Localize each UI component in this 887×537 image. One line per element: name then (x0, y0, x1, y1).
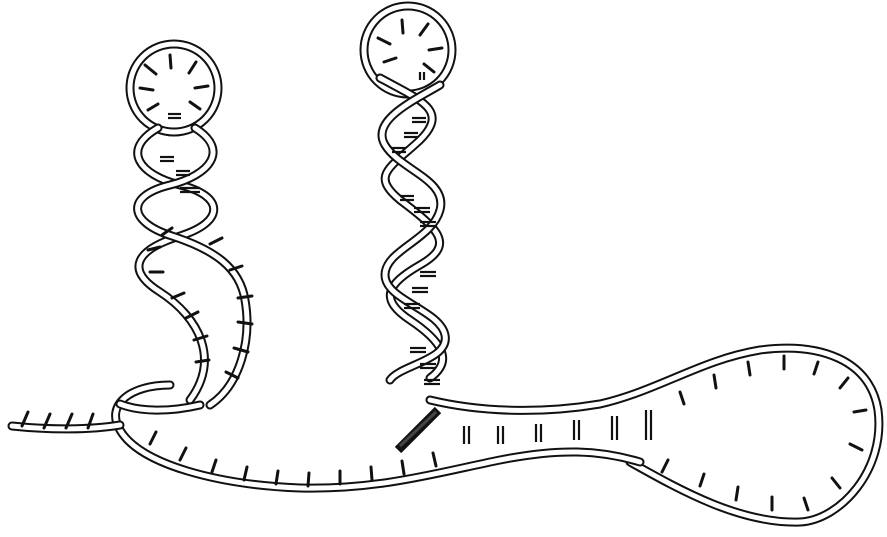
center-hairpin (364, 6, 452, 450)
exiting-strand (398, 410, 438, 450)
left-hairpin-loop (130, 44, 218, 132)
left-hairpin (130, 44, 252, 405)
left-hairpin-stem (138, 128, 252, 405)
free-end-strand (12, 412, 120, 429)
center-hairpin-stem (380, 78, 445, 384)
internal-loop-base-pairs (464, 410, 651, 444)
